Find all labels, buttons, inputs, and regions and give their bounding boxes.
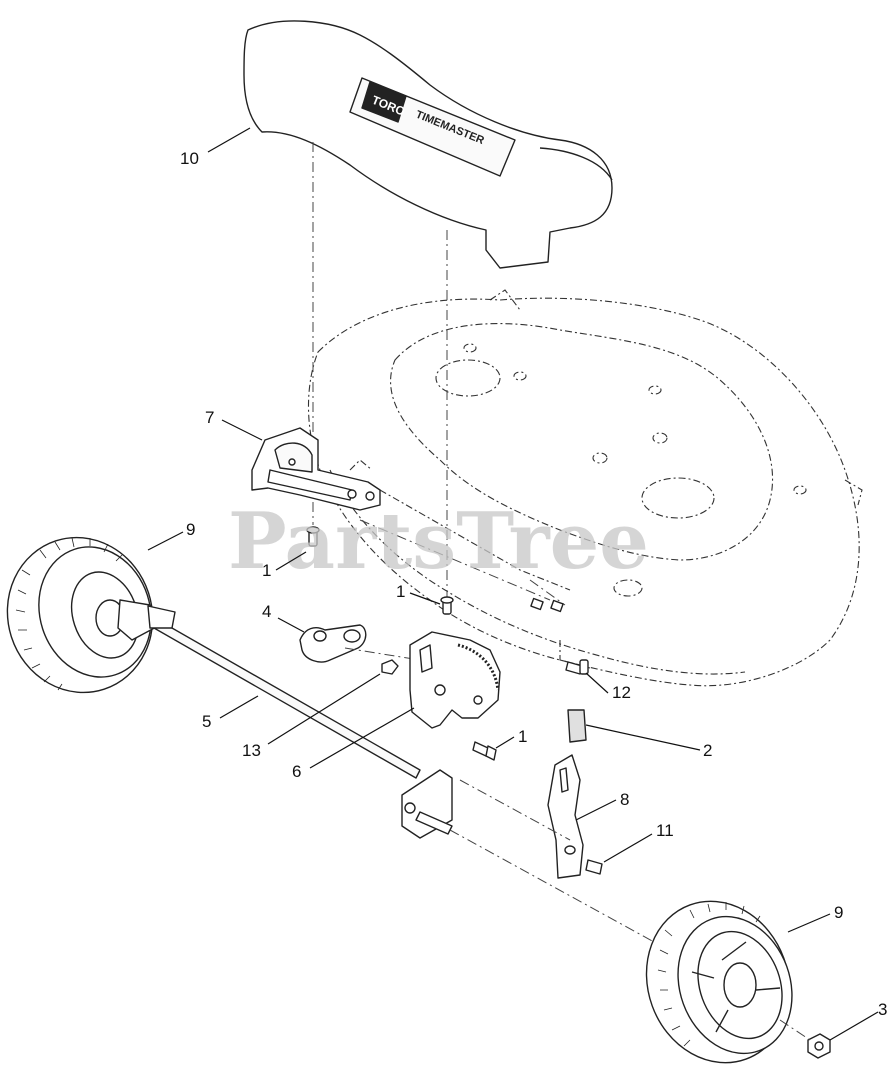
- callout-10: 10: [180, 127, 251, 168]
- bolt-12: [565, 659, 589, 675]
- rear-bracket: [251, 427, 381, 511]
- wheel-left: [6, 536, 176, 694]
- callout-12: 12: [585, 672, 631, 702]
- callout-9-left: 9: [147, 520, 195, 551]
- callout-8-label: 8: [620, 790, 629, 809]
- callout-7: 7: [205, 408, 263, 441]
- callout-12-label: 12: [612, 683, 631, 702]
- gear-plate: [409, 631, 501, 729]
- callout-3: 3: [829, 1000, 887, 1041]
- callout-7-label: 7: [205, 408, 214, 427]
- callout-5: 5: [202, 695, 259, 731]
- axle: [153, 619, 421, 779]
- callout-5-label: 5: [202, 712, 211, 731]
- callout-1-left-label: 1: [262, 561, 271, 580]
- callout-13-label: 13: [242, 741, 261, 760]
- bolt-1-center: [440, 596, 454, 615]
- callout-1-center: 1: [396, 582, 441, 605]
- callout-13: 13: [242, 673, 381, 760]
- callout-9-right: 9: [787, 903, 843, 933]
- callout-9-right-label: 9: [834, 903, 843, 922]
- callout-1-right: 1: [495, 727, 527, 749]
- callout-11-label: 11: [656, 821, 674, 840]
- pivot-bracket: [299, 624, 367, 663]
- callout-1-left: 1: [262, 551, 307, 580]
- lever-grip: [567, 709, 587, 743]
- nut-3: [807, 1033, 831, 1059]
- height-lever: [547, 754, 584, 879]
- callout-6: 6: [292, 707, 415, 781]
- callout-4: 4: [262, 602, 305, 633]
- bolt-1-left: [306, 526, 320, 547]
- callout-6-label: 6: [292, 762, 301, 781]
- callout-11: 11: [603, 821, 674, 863]
- mower-deck: [307, 289, 863, 687]
- bolt-11: [585, 859, 603, 875]
- callout-1-right-label: 1: [518, 727, 527, 746]
- callout-3-label: 3: [878, 1000, 887, 1019]
- wheel-right: [645, 900, 793, 1064]
- callout-1-center-label: 1: [396, 582, 405, 601]
- front-axle-bracket: [401, 769, 453, 839]
- watermark: PartsTree: [228, 496, 649, 587]
- callout-8: 8: [575, 790, 629, 821]
- callout-2: 2: [585, 724, 712, 760]
- callout-9-left-label: 9: [186, 520, 195, 539]
- handle-console: TORO TIMEMASTER: [243, 20, 613, 269]
- nut-13: [381, 659, 399, 675]
- callout-2-label: 2: [703, 741, 712, 760]
- callout-10-label: 10: [180, 149, 199, 168]
- callout-4-label: 4: [262, 602, 271, 621]
- bolt-1-right: [472, 741, 497, 761]
